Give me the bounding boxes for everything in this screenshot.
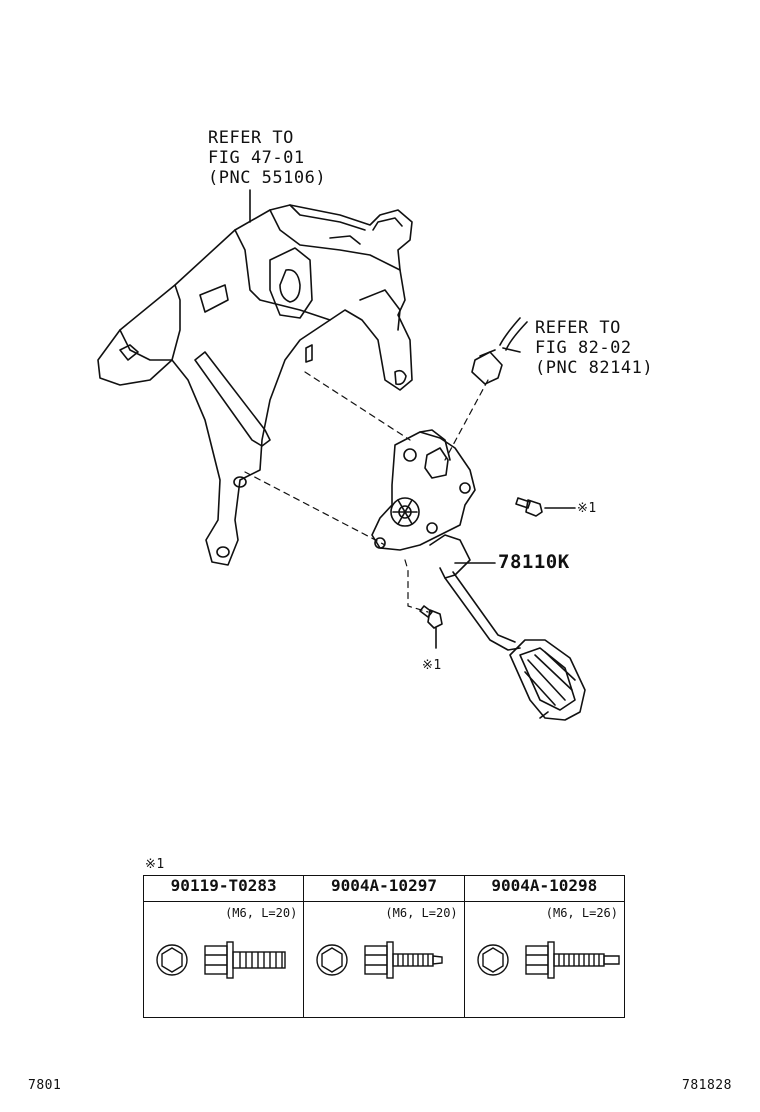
bolt-spec-1: (M6, L=20) bbox=[225, 906, 298, 920]
long-stud-bolt-icon bbox=[476, 941, 620, 979]
bolt-table-marker: ※1 bbox=[145, 857, 165, 872]
refer-bracket-line-3: (PNC 55106) bbox=[208, 168, 327, 188]
bolt-right bbox=[515, 497, 543, 517]
stud-bolt-icon bbox=[316, 941, 444, 979]
alignment-dashed-lines bbox=[244, 371, 489, 613]
bolt-part-number-2: 9004A-10297 bbox=[303, 875, 465, 902]
bolt-table: 90119-T0283 9004A-10297 9004A-10298 (M6,… bbox=[142, 875, 626, 1018]
bolt-cell-1: (M6, L=20) bbox=[142, 901, 305, 1018]
sensor-connector bbox=[471, 317, 528, 385]
refer-connector-line-3: (PNC 82141) bbox=[535, 358, 654, 378]
bolt-marker-lower: ※1 bbox=[422, 658, 442, 673]
flange-bolt-icon bbox=[156, 941, 286, 979]
refer-connector-line-1: REFER TO bbox=[535, 318, 621, 338]
refer-connector-line-2: FIG 82-02 bbox=[535, 338, 632, 358]
footer-left-code: 7801 bbox=[28, 1078, 62, 1093]
bolt-table-image-row: (M6, L=20) (M6, L=20) bbox=[142, 901, 626, 1018]
refer-bracket-line-2: FIG 47-01 bbox=[208, 148, 305, 168]
pedal-support-bracket bbox=[97, 204, 413, 566]
refer-bracket-line-1: REFER TO bbox=[208, 128, 294, 148]
bolt-lower bbox=[419, 605, 443, 629]
pedal-part-number: 78110K bbox=[498, 551, 570, 573]
bolt-part-number-3: 9004A-10298 bbox=[463, 875, 626, 902]
bolt-spec-2: (M6, L=20) bbox=[385, 906, 458, 920]
bolt-cell-2: (M6, L=20) bbox=[303, 901, 465, 1018]
bolt-part-number-1: 90119-T0283 bbox=[142, 875, 305, 902]
bolt-cell-3: (M6, L=26) bbox=[463, 901, 626, 1018]
bolt-marker-right: ※1 bbox=[577, 501, 597, 516]
accelerator-pedal-assembly bbox=[371, 429, 586, 721]
bolt-spec-3: (M6, L=26) bbox=[545, 906, 618, 920]
bolt-table-header-row: 90119-T0283 9004A-10297 9004A-10298 bbox=[142, 875, 626, 902]
footer-right-code: 781828 bbox=[682, 1078, 732, 1093]
